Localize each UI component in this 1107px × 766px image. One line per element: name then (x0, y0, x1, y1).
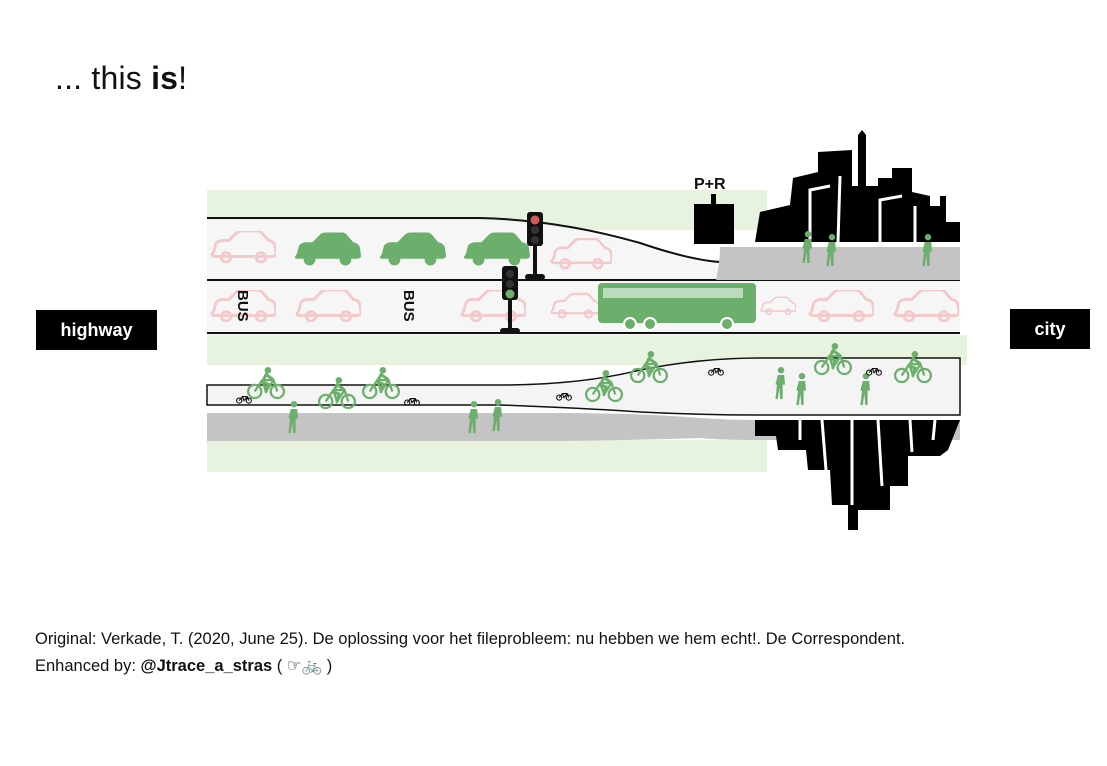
credit-original: Original: Verkade, T. (2020, June 25). D… (35, 630, 906, 648)
traffic-light-green (500, 266, 520, 334)
headline: ... this is! (55, 60, 188, 96)
bus-lane-marking-2: BUS (400, 290, 417, 322)
park-and-ride: P+R (694, 176, 734, 244)
city-label: city (1010, 309, 1090, 349)
bus (598, 283, 756, 331)
city-skyline-bottom (755, 420, 960, 530)
city-skyline-top (755, 130, 960, 242)
bike-lane (206, 357, 961, 416)
highway-label: highway (36, 310, 157, 350)
credit-enhanced: Enhanced by: @Jtrace_a_stras ( ☞🚲 ) (35, 657, 333, 675)
park-ride-label: P+R (694, 176, 726, 193)
traffic-light-red (525, 212, 545, 280)
author-handle: @Jtrace_a_stras (140, 657, 273, 675)
bus-lane-marking-1: BUS (234, 290, 251, 322)
